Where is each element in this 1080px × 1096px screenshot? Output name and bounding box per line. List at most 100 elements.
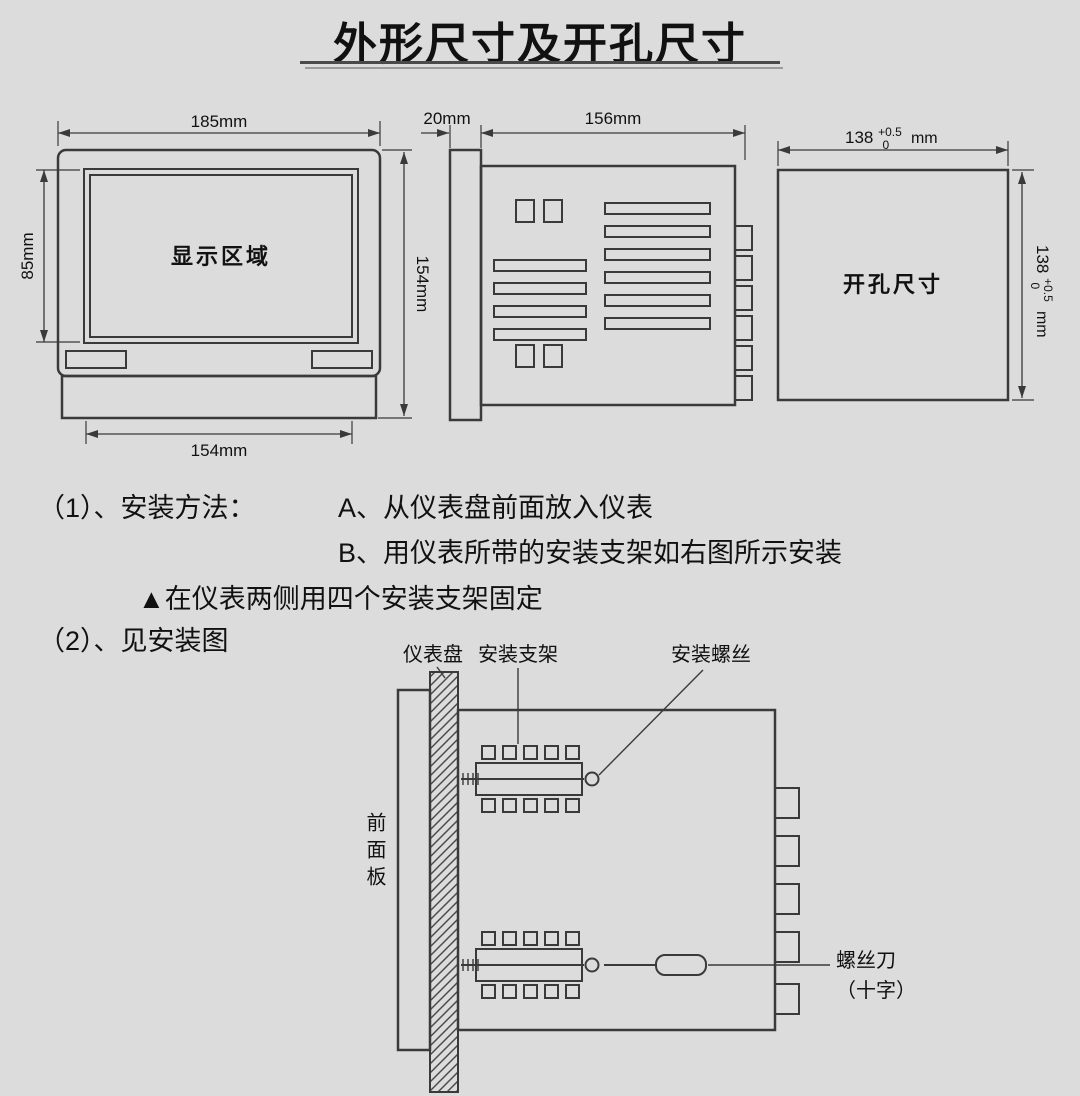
cutout-view: 开孔尺寸 138 +0.5 0 mm 138 +0.5	[776, 121, 1059, 402]
terminal-pins-install	[774, 787, 800, 1015]
side-view: 20mm 156mm	[421, 109, 753, 422]
vent-bar	[604, 248, 711, 261]
bracket-hole	[481, 984, 496, 999]
bracket-label: 安装支架	[478, 643, 558, 666]
panel-wall-hatched	[429, 671, 459, 1093]
dim-label: 20mm	[423, 109, 470, 128]
dim-label: 154mm	[191, 441, 248, 460]
terminal-pin	[774, 983, 800, 1015]
front-view: 显示区域 185mm 85mm 154mm	[18, 112, 432, 460]
vent-bar	[493, 328, 587, 341]
tolerance-upper: +0.5	[878, 125, 902, 139]
vent-square	[543, 344, 563, 368]
dim-label: 156mm	[585, 109, 642, 128]
bezel-side	[448, 148, 483, 422]
display-area-label: 显示区域	[171, 244, 271, 269]
dim-unit: mm	[1033, 311, 1050, 338]
vent-slots	[493, 199, 711, 368]
bracket-hole	[544, 931, 559, 946]
bracket-hole	[481, 931, 496, 946]
display-frame-outer	[83, 168, 359, 344]
install-step-b: B、用仪表所带的安装支架如右图所示安装	[338, 538, 843, 568]
terminal-pin	[774, 835, 800, 867]
bracket-hole	[544, 745, 559, 760]
dim-label: 185mm	[191, 112, 248, 131]
dim-label: 154mm	[413, 256, 432, 313]
bracket-hole	[565, 798, 580, 813]
install-step-a: A、从仪表盘前面放入仪表	[338, 493, 654, 523]
vent-bar	[604, 294, 711, 307]
vent-square	[515, 199, 535, 223]
bracket-hole	[481, 745, 496, 760]
title-underline-shadow	[305, 67, 783, 69]
dim-unit: mm	[911, 130, 938, 147]
dim-height-154: 154mm	[378, 149, 432, 419]
dim-label-tolerance: 138 +0.5 0 mm	[1027, 245, 1059, 338]
dim-label-tolerance: 138 +0.5 0 mm	[845, 121, 938, 153]
dim-label: 85mm	[18, 232, 37, 279]
bracket-hole	[502, 745, 517, 760]
see-install-diagram-label: （2）、见安装图	[38, 626, 229, 656]
vent-square	[543, 199, 563, 223]
terminal-pins	[734, 225, 753, 401]
vent-square	[515, 344, 535, 368]
dim-bezel-20: 20mm	[421, 109, 471, 148]
terminal-pin	[734, 285, 753, 311]
bracket-hole	[502, 798, 517, 813]
bracket-hole	[523, 931, 538, 946]
bracket-hole	[523, 798, 538, 813]
terminal-pin	[734, 315, 753, 341]
cutout-label: 开孔尺寸	[843, 272, 943, 297]
vent-bar	[493, 259, 587, 272]
screw-head	[584, 771, 600, 787]
front-panel	[396, 688, 432, 1052]
dim-value: 138	[845, 128, 873, 147]
screwdriver	[604, 954, 707, 976]
bracket-hole	[565, 745, 580, 760]
bracket-hole	[523, 984, 538, 999]
vent-bar	[493, 305, 587, 318]
bracket-hole	[544, 984, 559, 999]
vent-bar	[493, 282, 587, 295]
bezel-strip-right	[311, 350, 373, 369]
screwdriver-label: 螺丝刀 （十字）	[836, 950, 916, 1002]
terminal-pin	[734, 255, 753, 281]
cutout-square	[776, 168, 1010, 402]
screw-label: 安装螺丝	[671, 643, 751, 666]
vent-bar	[604, 225, 711, 238]
mounting-bracket-bottom	[461, 931, 600, 999]
bracket-hole	[502, 984, 517, 999]
terminal-pin	[774, 787, 800, 819]
vent-bar	[604, 271, 711, 284]
vent-bar	[604, 202, 711, 215]
install-method-label: （1）、安装方法：	[38, 493, 256, 523]
case-side	[479, 164, 737, 407]
dim-cutout-width: 138 +0.5 0 mm	[777, 121, 1009, 166]
page-title: 外形尺寸及开孔尺寸	[333, 20, 747, 69]
screwdriver-handle	[655, 954, 707, 976]
dim-value: 138	[1033, 245, 1052, 273]
dim-width-185: 185mm	[57, 112, 381, 146]
tolerance-upper: +0.5	[1041, 278, 1055, 302]
vent-bar	[604, 317, 711, 330]
panel-label: 仪表盘	[403, 643, 463, 666]
tolerance-lower: 0	[883, 138, 890, 152]
dim-depth-156: 156mm	[480, 109, 746, 160]
install-diagram: 仪表盘 安装支架 安装螺丝	[396, 643, 830, 1093]
terminal-pin	[734, 345, 753, 371]
instrument-case	[456, 708, 777, 1032]
display-frame-inner	[89, 174, 353, 338]
tolerance-lower: 0	[1028, 283, 1042, 290]
bracket-hole	[544, 798, 559, 813]
screw-leader-line	[598, 669, 704, 776]
screw-head	[584, 957, 600, 973]
dim-display-height-85: 85mm	[18, 169, 80, 343]
bezel-strip-left	[65, 350, 127, 369]
bracket-hole	[565, 931, 580, 946]
bracket-hole	[523, 745, 538, 760]
dim-bottom-width-154: 154mm	[85, 421, 353, 460]
terminal-pin	[734, 375, 753, 401]
lower-housing	[60, 374, 378, 420]
